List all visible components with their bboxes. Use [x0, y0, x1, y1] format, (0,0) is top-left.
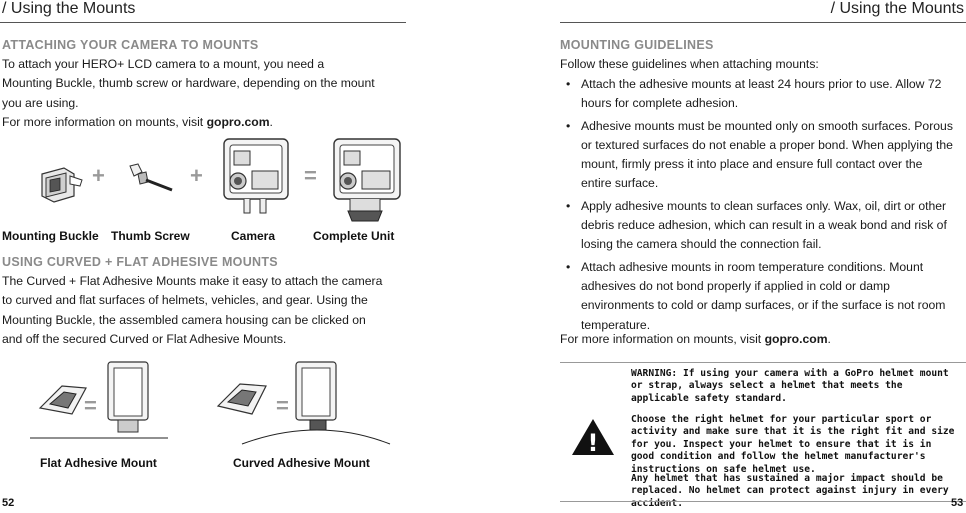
- curved-flat-line-2: to curved and flat surfaces of helmets, …: [2, 293, 368, 308]
- warning-triangle-icon: !: [572, 419, 614, 457]
- warning-paragraph-2: Choose the right helmet for your particu…: [631, 414, 955, 475]
- camera-housing-illustration: [223, 138, 289, 214]
- left-page-number: 52: [2, 497, 15, 509]
- flat-adhesive-mount-label: Flat Adhesive Mount: [40, 456, 157, 470]
- flat-equals-sign: =: [84, 393, 97, 418]
- guideline-text: Apply adhesive mounts to clean surfaces …: [581, 198, 947, 252]
- attaching-line-1: To attach your HERO+ LCD camera to a mou…: [2, 57, 325, 71]
- curved-equals-sign: =: [276, 393, 289, 418]
- plus-sign-1: +: [92, 163, 105, 188]
- curved-flat-line-3: Mounting Buckle, the assembled camera ho…: [2, 312, 366, 327]
- more-info-prefix: For more information on mounts, visit: [560, 332, 765, 346]
- guidelines-intro: Follow these guidelines when attaching m…: [560, 57, 819, 71]
- left-page-header: / Using the Mounts: [2, 0, 136, 17]
- attaching-line-3: you are using.: [2, 95, 79, 110]
- right-header-rule: [560, 22, 966, 23]
- camera-label: Camera: [231, 229, 276, 243]
- guideline-text: Attach the adhesive mounts at least 24 h…: [581, 77, 942, 111]
- right-page-header: / Using the Mounts: [830, 0, 964, 17]
- bullet: •: [566, 198, 571, 213]
- attaching-more-info: For more information on mounts, visit go…: [2, 113, 406, 132]
- bullet: •: [566, 259, 571, 274]
- guidelines-list: • Attach the adhesive mounts at least 24 …: [560, 75, 956, 338]
- equals-sign: =: [304, 163, 317, 188]
- mounting-buckle-label: Mounting Buckle: [2, 229, 99, 243]
- guideline-item: • Attach the adhesive mounts at least 24 …: [560, 75, 956, 114]
- plus-sign-2: +: [190, 163, 203, 188]
- flat-adhesive-mount-illustration: [30, 361, 168, 439]
- warning-bottom-rule: [560, 501, 966, 502]
- warning-top-rule: [560, 362, 966, 363]
- bullet: •: [566, 118, 571, 133]
- curved-flat-paragraph: The Curved + Flat Adhesive Mounts make i…: [2, 272, 408, 350]
- more-info-suffix: .: [827, 332, 831, 346]
- gopro-link[interactable]: gopro.com: [764, 332, 828, 346]
- guideline-text: Attach adhesive mounts in room temperatu…: [581, 259, 946, 332]
- curved-adhesive-mount-label: Curved Adhesive Mount: [233, 456, 370, 470]
- warning-paragraph-1: WARNING: If using your camera with a GoP…: [631, 368, 949, 404]
- attaching-paragraph: To attach your HERO+ LCD camera to a mou…: [2, 55, 406, 133]
- thumb-screw-label: Thumb Screw: [111, 229, 190, 243]
- complete-unit-illustration: [333, 138, 401, 222]
- gopro-link[interactable]: gopro.com: [206, 115, 270, 130]
- more-info-prefix: For more information on mounts, visit: [2, 115, 207, 130]
- right-page-number: 53: [951, 497, 964, 509]
- guidelines-heading: MOUNTING GUIDELINES: [560, 38, 714, 52]
- right-more-info: For more information on mounts, visit go…: [560, 330, 831, 349]
- thumb-screw-illustration: [129, 163, 173, 192]
- warning-exclamation: !: [588, 429, 599, 457]
- complete-unit-label: Complete Unit: [313, 229, 395, 243]
- warning-paragraph-3: Any helmet that has sustained a major im…: [631, 473, 949, 509]
- curved-flat-line-1: The Curved + Flat Adhesive Mounts make i…: [2, 274, 383, 288]
- bullet: •: [566, 77, 571, 91]
- guideline-item: • Adhesive mounts must be mounted only on…: [560, 117, 956, 194]
- curved-flat-line-4: and off the secured Curved or Flat Adhes…: [2, 332, 287, 347]
- curved-flat-heading: USING CURVED + FLAT ADHESIVE MOUNTS: [2, 255, 278, 269]
- attaching-line-2: Mounting Buckle, thumb screw or hardware…: [2, 76, 375, 91]
- left-header-rule: [0, 22, 406, 23]
- mounting-buckle-illustration: [41, 167, 83, 203]
- curved-adhesive-mount-illustration: [216, 361, 391, 445]
- guideline-item: • Apply adhesive mounts to clean surfaces…: [560, 197, 956, 255]
- attaching-heading: ATTACHING YOUR CAMERA TO MOUNTS: [2, 38, 259, 52]
- guideline-item: • Attach adhesive mounts in room temperat…: [560, 258, 956, 335]
- guideline-text: Adhesive mounts must be mounted only on …: [581, 118, 953, 191]
- more-info-suffix: .: [269, 115, 273, 130]
